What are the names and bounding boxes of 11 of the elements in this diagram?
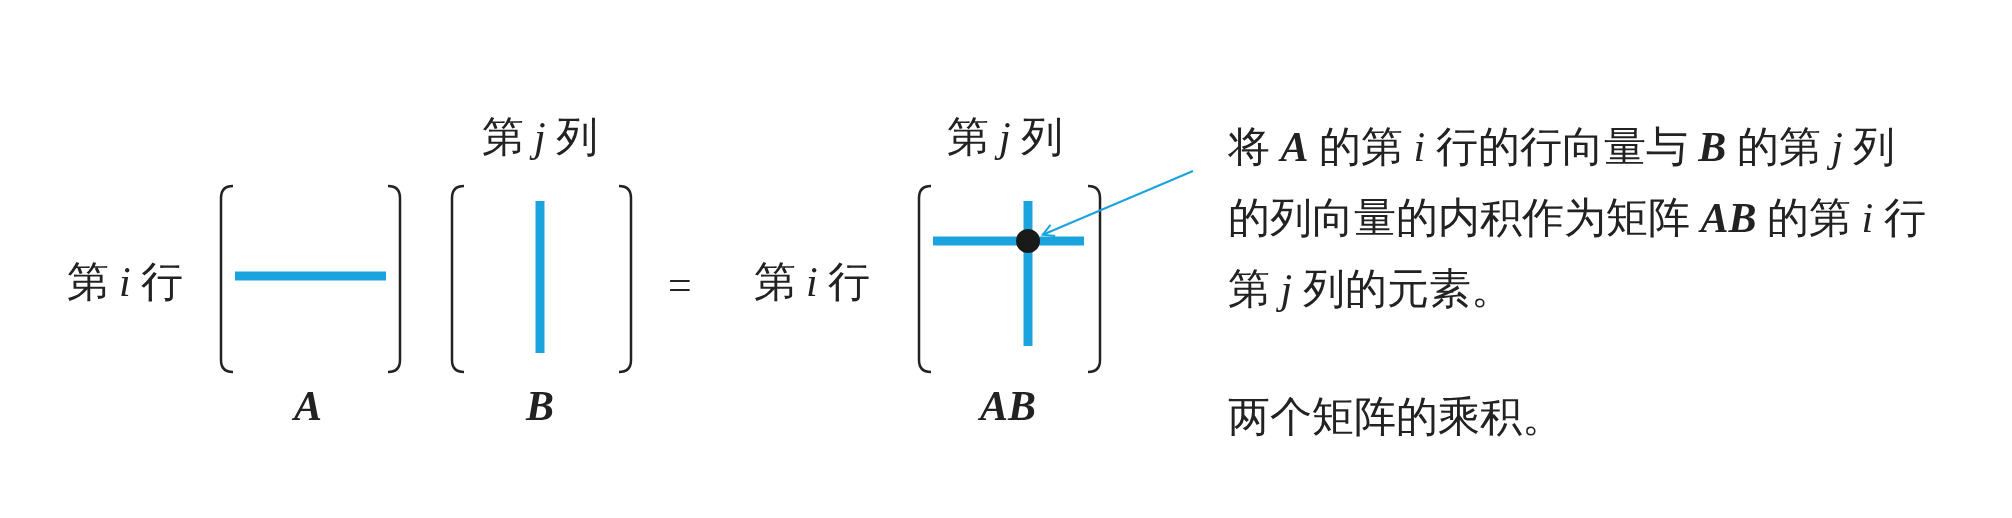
matrix-name: B xyxy=(526,385,554,427)
row-label: 第 i 行 xyxy=(753,261,871,303)
column-label: 第 j 列 xyxy=(481,116,599,158)
column-label: 第 j 列 xyxy=(946,116,1064,158)
matrix-name: AB xyxy=(980,385,1037,427)
equals-sign: = xyxy=(668,264,692,306)
caption: 两个矩阵的乘积。 xyxy=(1228,396,1564,438)
row-label: 第 i 行 xyxy=(66,261,184,303)
matrix-name: A xyxy=(294,385,322,427)
annotation-text: 将 A 的第 i 行的行向量与 B 的第 j 列的列向量的内积作为矩阵 AB 的第 i 行第 j 列的元素。 xyxy=(1193,112,1933,325)
leader-line xyxy=(1041,170,1194,237)
